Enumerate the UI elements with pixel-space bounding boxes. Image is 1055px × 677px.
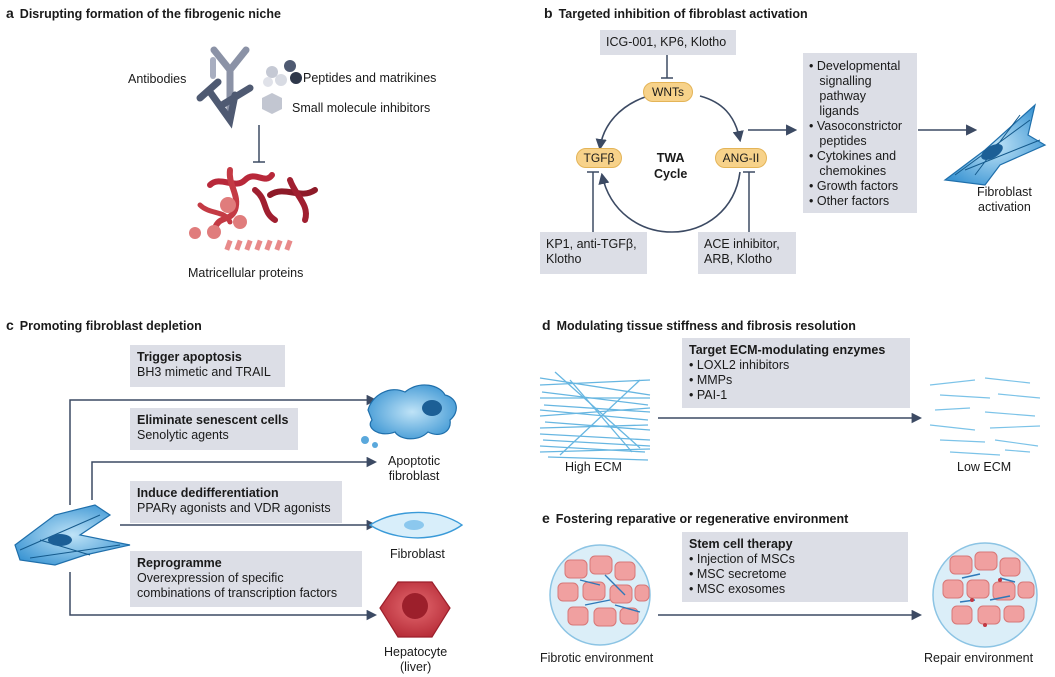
- matricellular-protein-icon: [189, 167, 318, 251]
- small-molecule-label: Small molecule inhibitors: [292, 101, 431, 115]
- panel-a-title: a Disrupting formation of the fibrogenic …: [6, 5, 281, 21]
- fibroblast-activation-label: Fibroblast activation: [977, 185, 1032, 214]
- inhibition-lines-b: [587, 55, 755, 232]
- twa-cycle-label: TWA Cycle: [654, 150, 687, 182]
- panel-c-title-text: Promoting fibroblast depletion: [19, 319, 202, 333]
- ang-inhib-l2: ARB, Klotho: [704, 252, 773, 266]
- activated-fibroblast-icon: [943, 103, 1047, 186]
- panel-e-title: e Fostering reparative or regenerative en…: [542, 510, 848, 526]
- high-ecm-label: High ECM: [565, 460, 622, 474]
- fibrotic-label: Fibrotic environment: [540, 651, 654, 665]
- factor-item: • Vasoconstrictor peptides: [809, 119, 903, 148]
- factor-item: • Other factors: [809, 194, 890, 208]
- panel-b-title: b Targeted inhibition of fibroblast activ…: [544, 5, 808, 21]
- factor-item: • Developmental signalling pathway ligan…: [809, 59, 901, 118]
- stem-cell-box: Stem cell therapy • Injection of MSCs • …: [682, 532, 908, 602]
- stem-cell-item: • Injection of MSCs: [689, 552, 795, 566]
- ang-inhibitors-box: ACE inhibitor, ARB, Klotho: [698, 232, 796, 274]
- factors-box: • Developmental signalling pathway ligan…: [803, 53, 917, 213]
- panel-d-title: d Modulating tissue stiffness and fibrosi…: [542, 317, 856, 333]
- ecm-item: • MMPs: [689, 373, 733, 387]
- repair-tissue-icon: [932, 542, 1038, 648]
- ecm-enzymes-box: Target ECM-modulating enzymes • LOXL2 in…: [682, 338, 910, 408]
- antibody-icon: [196, 46, 254, 129]
- fibroblast-label: Fibroblast: [390, 547, 445, 561]
- tgfb-inhib-l1: KP1, anti-TGFβ,: [546, 237, 637, 251]
- panel-a-title-text: Disrupting formation of the fibrogenic n…: [19, 7, 281, 21]
- repair-label: Repair environment: [924, 651, 1034, 665]
- matricellular-label: Matricellular proteins: [188, 266, 304, 280]
- high-ecm-icon: [539, 371, 651, 461]
- apoptotic-fibroblast-icon: [361, 384, 457, 448]
- peptides-label: Peptides and matrikines: [303, 71, 437, 85]
- twa-cycle-ring: [595, 95, 744, 233]
- peptide-icon: [263, 60, 302, 87]
- quiescent-fibroblast-icon: [368, 511, 464, 539]
- panel-b-title-text: Targeted inhibition of fibroblast activa…: [558, 7, 808, 21]
- low-ecm-label: Low ECM: [957, 460, 1012, 474]
- panel-e-letter: e: [542, 510, 550, 526]
- small-molecule-icon: [262, 93, 282, 114]
- panel-d-title-text: Modulating tissue stiffness and fibrosis…: [556, 319, 856, 333]
- panel-c-letter: c: [6, 317, 14, 333]
- stem-cell-item: • MSC secretome: [689, 567, 787, 581]
- panel-b-letter: b: [544, 5, 553, 21]
- panel-e-title-text: Fostering reparative or regenerative env…: [555, 512, 849, 526]
- tgfb-node: TGFβ: [576, 148, 622, 168]
- fibroblast-source-icon: [14, 504, 131, 566]
- cycle-line1: TWA: [656, 151, 685, 165]
- cycle-line2: Cycle: [654, 167, 688, 181]
- hepatocyte-label: Hepatocyte(liver): [384, 645, 448, 674]
- depletion-arrows: [69, 394, 378, 621]
- tgfb-inhibitors-box: KP1, anti-TGFβ, Klotho: [540, 232, 647, 274]
- ecm-item: • PAI-1: [689, 388, 728, 402]
- antibodies-label: Antibodies: [128, 72, 187, 86]
- ang-node: ANG-II: [715, 148, 767, 168]
- ecm-item: • LOXL2 inhibitors: [689, 358, 790, 372]
- wnt-inhibitors: ICG-001, KP6, Klotho: [606, 35, 727, 49]
- inhibition-line-a: [253, 125, 265, 163]
- ang-inhib-l1: ACE inhibitor,: [704, 237, 780, 251]
- wnt-inhibitors-box: ICG-001, KP6, Klotho: [600, 30, 736, 55]
- fibrotic-tissue-icon: [549, 544, 651, 646]
- tgfb-inhib-l2: Klotho: [546, 252, 582, 266]
- hepatocyte-icon: [379, 581, 451, 638]
- panel-c-title: c Promoting fibroblast depletion: [6, 317, 202, 333]
- panel-d-letter: d: [542, 317, 551, 333]
- stem-cell-item: • MSC exosomes: [689, 582, 786, 596]
- factor-item: • Cytokines and chemokines: [809, 149, 897, 178]
- panel-a-letter: a: [6, 5, 14, 21]
- low-ecm-icon: [929, 377, 1041, 456]
- wnts-node: WNTs: [643, 82, 693, 102]
- factor-item: • Growth factors: [809, 179, 899, 193]
